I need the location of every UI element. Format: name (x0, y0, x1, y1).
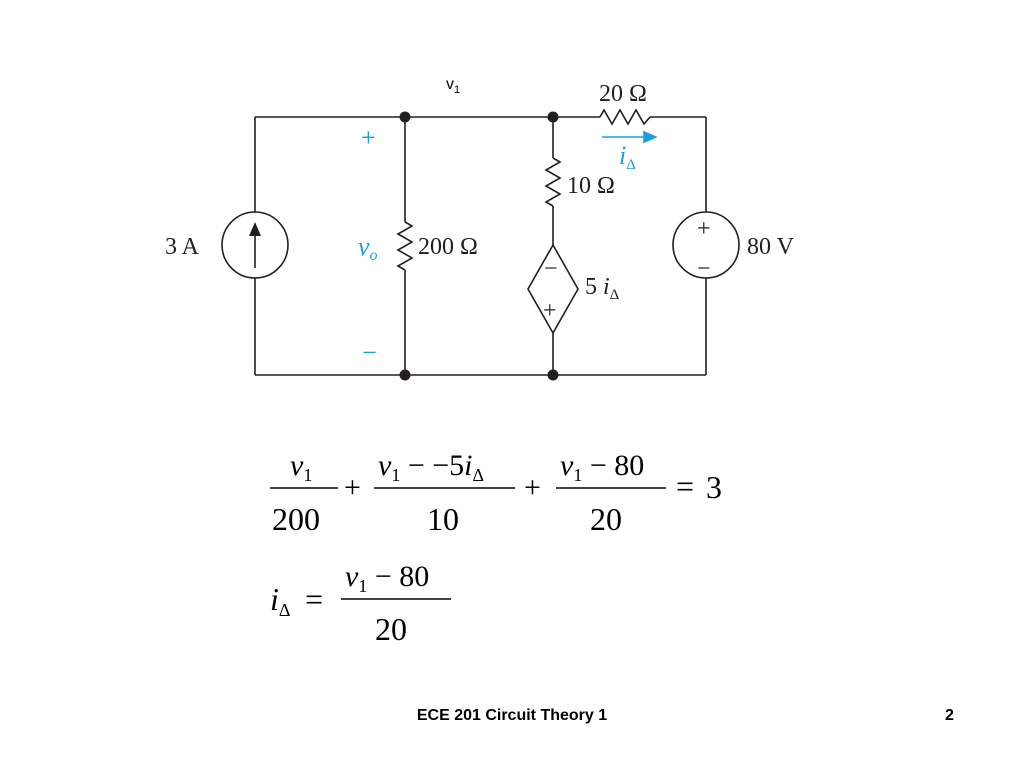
page-number: 2 (945, 707, 954, 724)
vo-minus-sign: − (362, 338, 377, 367)
resistor-20-symbol (599, 108, 651, 126)
eq1-equals: = (676, 468, 694, 504)
current-label: iΔ (619, 141, 636, 173)
eq1-op2: + (524, 471, 541, 504)
current-source (221, 211, 289, 279)
voltage-source-label: 80 V (747, 234, 795, 260)
resistor-10-label: 10 Ω (567, 173, 615, 199)
equation-kcl: v1 200 + v1 − −5iΔ 10 + v1 − 80 20 = 3 (270, 449, 722, 537)
eq2-lhs: iΔ (270, 581, 290, 620)
node-label-v1: v1 (446, 76, 460, 96)
vo-label: vo (358, 232, 378, 264)
node-dot (399, 369, 411, 381)
eq1-rhs: 3 (706, 469, 722, 505)
eq1-term2-numerator: v1 − −5iΔ (378, 449, 484, 485)
eq1-term1-denominator: 200 (272, 501, 320, 537)
voltage-source (672, 211, 740, 279)
resistor-200-symbol (396, 221, 414, 271)
node-dot (399, 111, 411, 123)
eq1-term3-denominator: 20 (590, 501, 622, 537)
voltage-source-plus: + (697, 216, 711, 242)
circuit-nodes (399, 111, 559, 381)
dependent-voltage-source (527, 243, 579, 335)
eq1-op1: + (344, 471, 361, 504)
equation-current: iΔ = v1 − 80 20 (270, 560, 451, 647)
circuit-wires (254, 116, 707, 376)
dependent-source-bottom-sign: + (543, 298, 557, 324)
eq1-term3-numerator: v1 − 80 (560, 449, 644, 485)
footer-title: ECE 201 Circuit Theory 1 (416, 707, 608, 724)
dependent-source-label: 5 iΔ (585, 274, 620, 303)
current-source-label: 3 A (165, 234, 200, 260)
eq2-denominator: 20 (375, 611, 407, 647)
node-dot (547, 369, 559, 381)
voltage-source-minus: − (697, 256, 711, 282)
node-dot (547, 111, 559, 123)
eq2-equals: = (305, 581, 323, 617)
resistor-200-label: 200 Ω (418, 234, 478, 260)
arrow-up-icon (249, 222, 261, 236)
eq2-numerator: v1 − 80 (345, 560, 429, 596)
resistor-10-symbol (544, 157, 562, 207)
vo-plus-sign: + (361, 123, 376, 152)
dependent-source-top-sign: − (544, 256, 558, 282)
eq1-term1-numerator: v1 (290, 449, 312, 485)
eq1-term2-denominator: 10 (427, 501, 459, 537)
resistor-20-label: 20 Ω (599, 81, 647, 107)
